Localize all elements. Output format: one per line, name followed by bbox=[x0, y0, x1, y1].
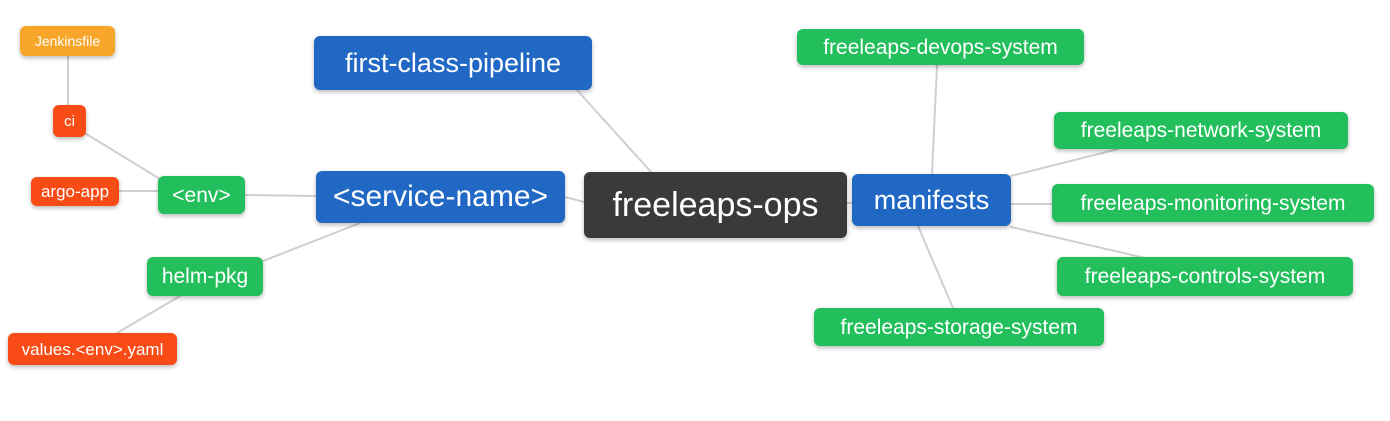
edge-env-service-name bbox=[244, 194, 317, 197]
node-freeleaps-controls-system[interactable]: freeleaps-controls-system bbox=[1057, 257, 1353, 296]
node-freeleaps-monitoring-system[interactable]: freeleaps-monitoring-system bbox=[1052, 184, 1374, 222]
edge-manifests-freeleaps-controls-system bbox=[1010, 226, 1146, 259]
node-jenkinsfile[interactable]: Jenkinsfile bbox=[20, 26, 115, 56]
node-service-name[interactable]: <service-name> bbox=[316, 171, 565, 223]
node-argo-app[interactable]: argo-app bbox=[31, 177, 119, 206]
node-freeleaps-network-system[interactable]: freeleaps-network-system bbox=[1054, 112, 1348, 149]
edge-service-name-helm-pkg bbox=[262, 222, 361, 262]
node-helm-pkg[interactable]: helm-pkg bbox=[147, 257, 263, 296]
node-manifests[interactable]: manifests bbox=[852, 174, 1011, 226]
edge-first-class-pipeline-freeleaps-ops bbox=[576, 89, 652, 173]
edge-ci-env bbox=[82, 131, 161, 180]
edge-helm-pkg-values-env-yaml bbox=[116, 295, 181, 334]
node-values-env-yaml[interactable]: values.<env>.yaml bbox=[8, 333, 177, 365]
node-ci[interactable]: ci bbox=[53, 105, 86, 137]
node-env[interactable]: <env> bbox=[158, 176, 245, 214]
edge-manifests-freeleaps-network-system bbox=[1010, 148, 1119, 177]
node-first-class-pipeline[interactable]: first-class-pipeline bbox=[314, 36, 592, 90]
node-freeleaps-devops-system[interactable]: freeleaps-devops-system bbox=[797, 29, 1084, 65]
edge-service-name-freeleaps-ops bbox=[564, 196, 585, 203]
node-freeleaps-ops[interactable]: freeleaps-ops bbox=[584, 172, 847, 238]
node-freeleaps-storage-system[interactable]: freeleaps-storage-system bbox=[814, 308, 1104, 346]
edge-manifests-freeleaps-devops-system bbox=[931, 64, 938, 175]
edge-manifests-freeleaps-storage-system bbox=[917, 225, 954, 309]
